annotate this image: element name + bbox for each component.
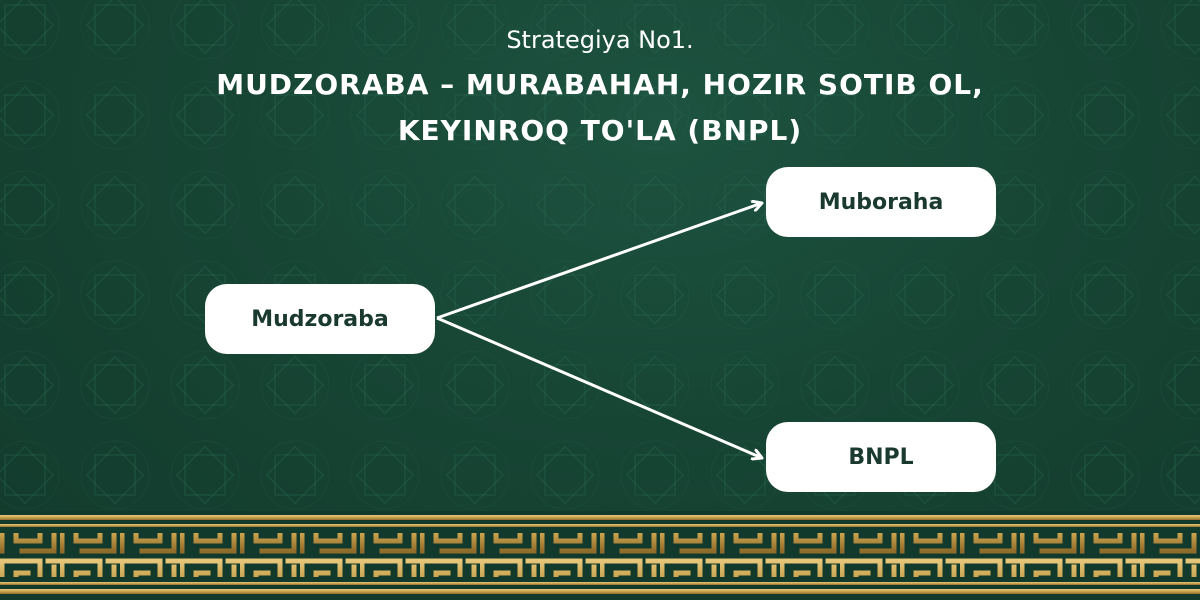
pattern-tile — [620, 0, 690, 60]
pattern-tile — [1160, 350, 1200, 420]
pattern-tile — [1160, 170, 1200, 240]
pattern-tile — [800, 260, 870, 330]
node-mudzoraba: Mudzoraba — [205, 284, 435, 354]
pattern-tile — [80, 80, 150, 150]
pattern-tile — [620, 440, 690, 510]
node-bnpl: BNPL — [766, 422, 996, 492]
pattern-tile — [350, 350, 420, 420]
pattern-tile — [260, 170, 330, 240]
pattern-tile — [350, 170, 420, 240]
node-bnpl-label: BNPL — [848, 444, 914, 470]
pattern-tile — [170, 350, 240, 420]
pattern-tile — [80, 170, 150, 240]
pattern-tile — [620, 80, 690, 150]
diagram-subtitle: Strategiya No1. — [506, 26, 694, 54]
node-mudzoraba-label: Mudzoraba — [251, 306, 389, 332]
pattern-tile — [530, 350, 600, 420]
pattern-tile — [1160, 260, 1200, 330]
pattern-tile — [260, 0, 330, 60]
pattern-tile — [530, 260, 600, 330]
pattern-tile — [440, 0, 510, 60]
diagram-title-line-2: KEYINROQ TO'LA (BNPL) — [397, 114, 803, 147]
pattern-tile — [0, 350, 60, 420]
pattern-tile — [980, 350, 1050, 420]
pattern-tile — [170, 0, 240, 60]
pattern-tile — [0, 0, 60, 60]
pattern-tile — [1070, 260, 1140, 330]
pattern-tile — [620, 170, 690, 240]
pattern-tile — [710, 350, 780, 420]
pattern-tile — [260, 80, 330, 150]
pattern-tile — [710, 260, 780, 330]
pattern-tile — [440, 440, 510, 510]
pattern-tile — [0, 260, 60, 330]
pattern-tile — [1160, 80, 1200, 150]
diagram-title-line-1: MUDZORABA – MURABAHAH, HOZIR SOTIB OL, — [216, 68, 984, 101]
pattern-tile — [80, 0, 150, 60]
pattern-tile — [890, 260, 960, 330]
pattern-tile — [530, 80, 600, 150]
pattern-tile — [800, 0, 870, 60]
pattern-tile — [1070, 440, 1140, 510]
pattern-tile — [350, 80, 420, 150]
pattern-tile — [620, 350, 690, 420]
pattern-tile — [0, 170, 60, 240]
pattern-tile — [170, 80, 240, 150]
pattern-tile — [1070, 170, 1140, 240]
pattern-tile — [800, 350, 870, 420]
pattern-tile — [1160, 0, 1200, 60]
pattern-tile — [80, 440, 150, 510]
pattern-tile — [1160, 440, 1200, 510]
pattern-tile — [530, 170, 600, 240]
pattern-tile — [890, 350, 960, 420]
pattern-tile — [1070, 80, 1140, 150]
pattern-tile — [980, 0, 1050, 60]
pattern-tile — [530, 440, 600, 510]
pattern-tile — [440, 170, 510, 240]
node-muboraha-label: Muboraha — [818, 189, 944, 215]
pattern-tile — [530, 0, 600, 60]
pattern-tile — [260, 440, 330, 510]
pattern-tile — [170, 170, 240, 240]
pattern-tile — [1070, 350, 1140, 420]
pattern-tile — [0, 440, 60, 510]
pattern-tile — [980, 80, 1050, 150]
pattern-tile — [0, 80, 60, 150]
pattern-tile — [440, 80, 510, 150]
pattern-tile — [890, 80, 960, 150]
pattern-tile — [980, 260, 1050, 330]
node-muboraha: Muboraha — [766, 167, 996, 237]
pattern-tile — [620, 260, 690, 330]
pattern-tile — [440, 350, 510, 420]
pattern-tile — [710, 170, 780, 240]
pattern-tile — [350, 440, 420, 510]
arrow-to-bnpl — [436, 316, 762, 458]
pattern-tile — [1070, 0, 1140, 60]
pattern-tile — [800, 80, 870, 150]
pattern-tile — [350, 0, 420, 60]
pattern-tile — [710, 0, 780, 60]
pattern-tile — [710, 80, 780, 150]
arrow-to-muboraha — [436, 203, 762, 320]
pattern-tile — [80, 260, 150, 330]
ornamental-gold-border — [0, 511, 1200, 600]
pattern-tile — [170, 440, 240, 510]
pattern-tile — [890, 0, 960, 60]
pattern-tile — [80, 350, 150, 420]
